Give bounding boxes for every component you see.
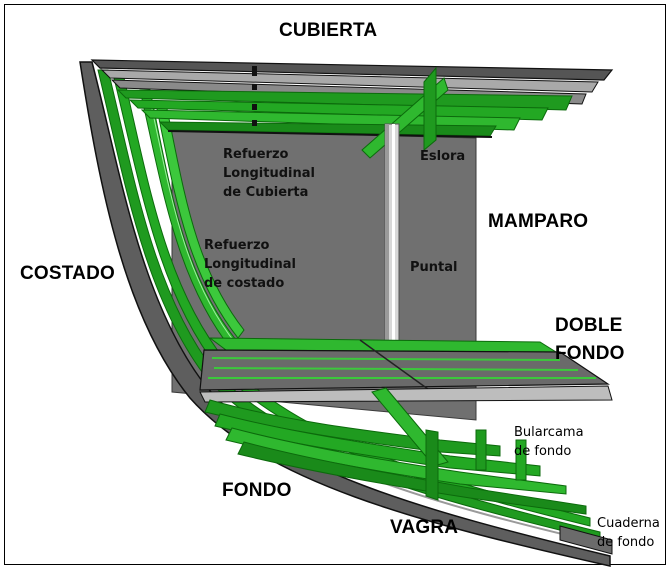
deck-longitudinal-2 (128, 99, 549, 121)
vagra-girder-vertical (425, 429, 439, 501)
side-frame-highlight (149, 99, 237, 345)
bottom-shell-end (559, 525, 613, 555)
bottom-floor-band-4 (237, 441, 587, 515)
label-doble-fondo: DOBLE FONDO (555, 315, 625, 364)
hull-shell-outer (79, 61, 611, 567)
side-frame-band-2 (113, 77, 591, 527)
diagram-frame (4, 4, 666, 565)
deck-plate-top (90, 59, 614, 81)
label-cuaderna: Cuaderna de fondo (597, 516, 660, 550)
label-vagra: VAGRA (390, 517, 459, 538)
bularcama-plate-1 (475, 429, 487, 471)
puntal-pillar-highlight (392, 124, 395, 362)
deck-mark-1 (252, 66, 257, 76)
label-puntal: Puntal (410, 260, 458, 275)
inner-bottom-stripe-2 (213, 367, 579, 371)
label-cubierta: CUBIERTA (279, 20, 378, 41)
bottom-plate-light (199, 385, 613, 403)
inner-bottom-centerline (359, 339, 433, 393)
label-bularcama: Bularcama de fondo (514, 425, 584, 459)
label-mamparo: MAMPARO (488, 211, 589, 232)
puntal-pillar-shade (385, 124, 389, 362)
bularcama-plate-2 (515, 439, 527, 481)
label-refuerzo-costado: Refuerzo Longitudinal de costado (204, 238, 296, 291)
deck-edge-line (167, 130, 493, 138)
label-refuerzo-cubierta: Refuerzo Longitudinal de Cubierta (223, 147, 315, 200)
eslora-girder-vertical (423, 66, 437, 152)
deck-longitudinal-1 (116, 89, 573, 111)
deck-mark-2 (252, 84, 257, 90)
deck-mark-3 (252, 104, 257, 110)
label-costado: COSTADO (20, 263, 115, 284)
label-fondo: FONDO (222, 480, 292, 501)
label-eslora: Eslora (420, 149, 466, 164)
deck-mark-4 (252, 120, 257, 126)
